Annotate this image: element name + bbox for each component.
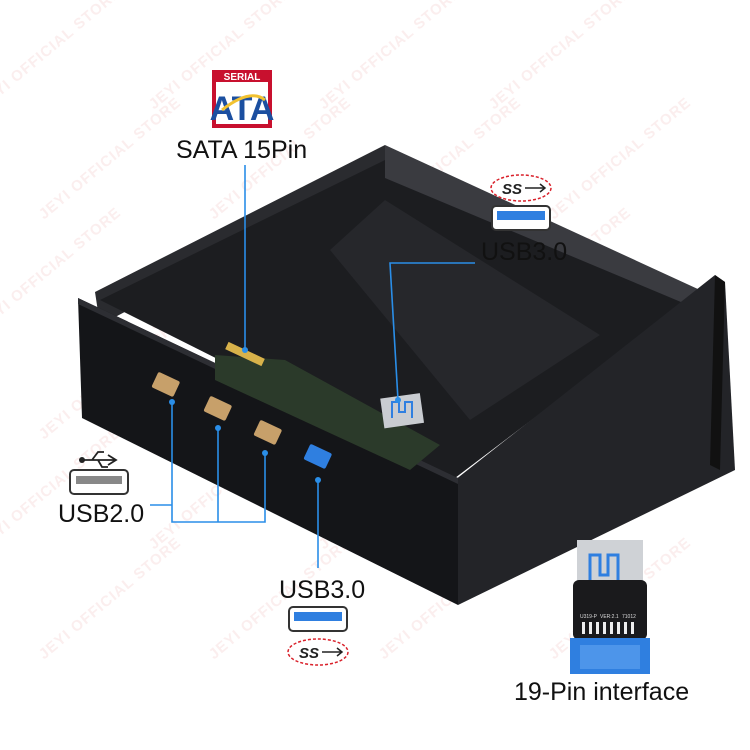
sata-logo: SERIAL ATA	[210, 70, 275, 128]
right-outer-wall	[455, 275, 735, 605]
label-usb3-bottom: USB3.0	[279, 576, 366, 604]
front-plate	[78, 298, 458, 605]
floor-light	[330, 200, 600, 420]
board-mark: U319-P	[580, 614, 597, 620]
svg-text:SS: SS	[502, 181, 522, 198]
usb-trident-icon	[79, 451, 118, 468]
usb3-ss-logo-bottom: SS	[287, 638, 349, 666]
usb3-ss-logo-top: SS	[490, 174, 552, 202]
sata-connector	[225, 341, 265, 367]
label-usb2: USB2.0	[58, 500, 145, 528]
19-pin-adapter	[570, 540, 650, 674]
usb3-port-icon-top	[491, 205, 551, 231]
svg-text:ATA: ATA	[210, 90, 275, 128]
pcb	[215, 355, 440, 470]
board-mark: 71012	[622, 614, 636, 620]
svg-text:SERIAL: SERIAL	[224, 72, 261, 83]
callout-lines	[150, 165, 475, 568]
usb2-port-icon	[69, 469, 129, 495]
svg-text:SS: SS	[299, 645, 319, 662]
front-ports	[151, 372, 332, 469]
usb3-port-icon-bottom	[288, 606, 348, 632]
internal-usb3-port	[380, 393, 425, 429]
board-mark: VER:2.1	[600, 614, 619, 620]
label-sata-15pin: SATA 15Pin	[176, 136, 308, 164]
label-usb3-top: USB3.0	[481, 238, 568, 266]
label-19-pin-interface: 19-Pin interface	[514, 678, 690, 706]
